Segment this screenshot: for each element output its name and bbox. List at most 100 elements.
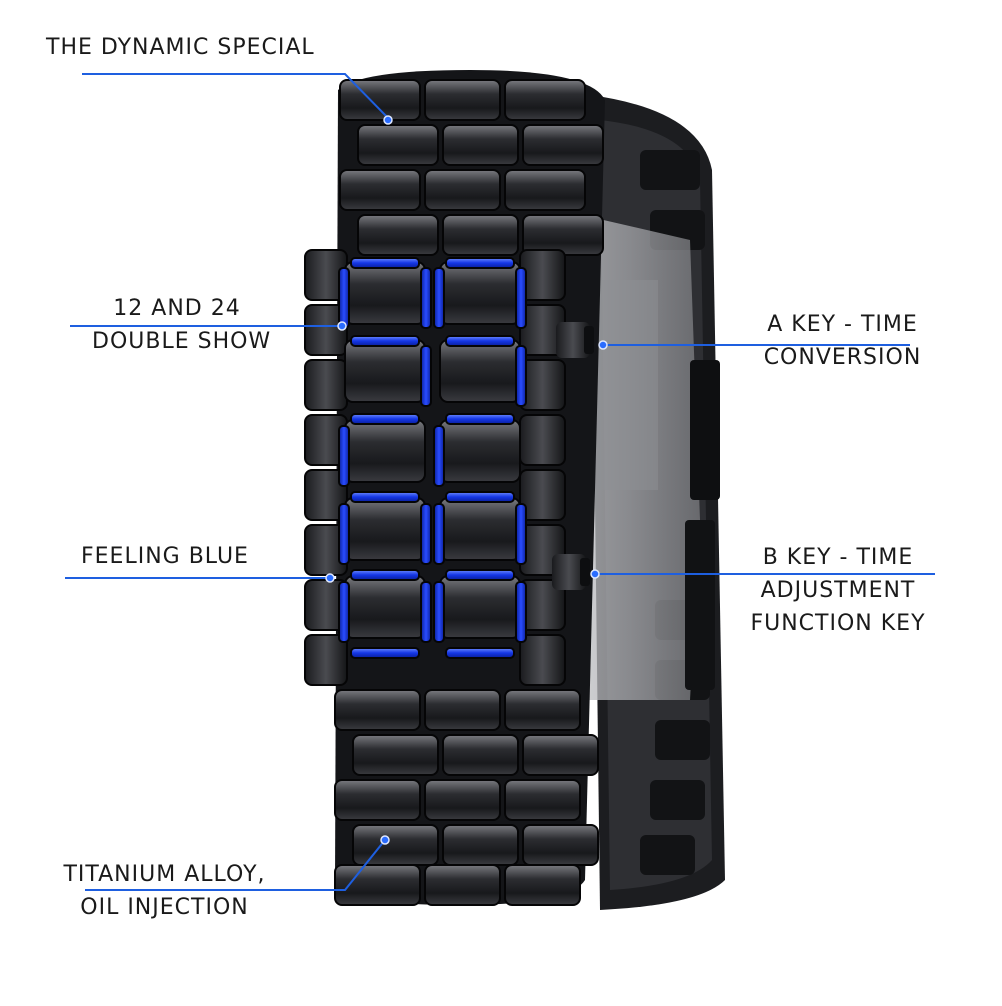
- bracelet-link: [352, 734, 439, 776]
- led-segment: [350, 335, 420, 347]
- display-link: [344, 261, 426, 325]
- bracelet-link: [504, 169, 586, 211]
- led-segment: [433, 267, 445, 329]
- callout-double-show-line-2: DOUBLE SHOW: [92, 329, 272, 354]
- led-segment: [420, 503, 432, 565]
- callout-a-key-line-1: A KEY - TIME: [767, 312, 918, 337]
- bracelet-link: [522, 124, 604, 166]
- side-link: [519, 469, 566, 521]
- bracelet-link: [522, 824, 599, 866]
- front-bracelet: [304, 70, 605, 906]
- bracelet-link: [424, 79, 501, 121]
- bracelet-link: [357, 214, 439, 256]
- led-segment: [350, 569, 420, 581]
- callout-a-key: A KEY - TIME CONVERSION: [760, 308, 925, 374]
- display-link: [439, 261, 521, 325]
- led-segment: [445, 491, 515, 503]
- side-link: [304, 304, 348, 356]
- led-segment: [445, 257, 515, 269]
- led-segment: [350, 491, 420, 503]
- display-link: [439, 575, 521, 639]
- led-segment: [445, 569, 515, 581]
- side-link: [304, 634, 348, 686]
- dot-feeling-blue: [325, 573, 335, 583]
- display-link: [344, 575, 426, 639]
- led-segment: [338, 425, 350, 487]
- led-segment: [420, 581, 432, 643]
- callout-titanium-line-1: TITANIUM ALLOY,: [63, 862, 266, 887]
- callout-b-key: B KEY - TIME ADJUSTMENT FUNCTION KEY: [748, 541, 928, 640]
- bracelet-link: [424, 169, 501, 211]
- side-link: [519, 414, 566, 466]
- bracelet-link: [357, 124, 439, 166]
- callout-double-show-line-1: 12 AND 24: [113, 296, 241, 321]
- led-segment: [350, 647, 420, 659]
- display-link: [439, 419, 521, 483]
- dot-dynamic-special: [383, 115, 393, 125]
- bracelet-link: [504, 689, 581, 731]
- bracelet-link: [339, 169, 421, 211]
- led-segment: [515, 345, 527, 407]
- display-link: [344, 419, 426, 483]
- callout-titanium: TITANIUM ALLOY, OIL INJECTION: [62, 858, 267, 924]
- display-link: [439, 497, 521, 561]
- led-segment: [515, 267, 527, 329]
- display-link: [344, 497, 426, 561]
- bracelet-link: [334, 779, 421, 821]
- connector-dynamic-special: [82, 73, 391, 121]
- callout-dots: [325, 115, 608, 845]
- callout-lines: [65, 73, 935, 891]
- callout-b-key-line-2: ADJUSTMENT: [760, 578, 916, 603]
- led-segment: [338, 503, 350, 565]
- led-segment: [445, 413, 515, 425]
- led-segment: [445, 335, 515, 347]
- bracelet-link: [339, 79, 421, 121]
- led-segment: [350, 257, 420, 269]
- dot-b-key: [590, 569, 600, 579]
- led-segment: [515, 581, 527, 643]
- led-segment: [515, 503, 527, 565]
- led-segment: [433, 425, 445, 487]
- a-key-button: [556, 322, 594, 358]
- dot-titanium: [380, 835, 390, 845]
- bracelet-link: [334, 689, 421, 731]
- callout-dynamic-special-line-1: THE DYNAMIC SPECIAL: [46, 35, 315, 60]
- callout-dynamic-special: THE DYNAMIC SPECIAL: [46, 31, 315, 64]
- callout-a-key-line-2: CONVERSION: [763, 345, 922, 370]
- callout-double-show: 12 AND 24 DOUBLE SHOW: [92, 292, 272, 358]
- bracelet-link: [424, 779, 501, 821]
- callout-feeling-blue: FEELING BLUE: [81, 540, 249, 573]
- bracelet-link: [442, 824, 519, 866]
- led-segment: [433, 581, 445, 643]
- led-segment: [338, 267, 350, 329]
- led-segment: [445, 647, 515, 659]
- side-link: [304, 359, 348, 411]
- callout-titanium-line-2: OIL INJECTION: [80, 895, 249, 920]
- callout-b-key-line-3: FUNCTION KEY: [750, 611, 926, 636]
- side-link: [304, 469, 348, 521]
- bracelet-link: [442, 214, 519, 256]
- led-segment: [420, 345, 432, 407]
- bracelet-link: [504, 79, 586, 121]
- bracelet-link: [424, 689, 501, 731]
- bracelet-link: [522, 734, 599, 776]
- side-link: [519, 634, 566, 686]
- dot-a-key: [598, 340, 608, 350]
- bracelet-link: [504, 864, 581, 906]
- led-segment: [420, 267, 432, 329]
- bracelet-link: [442, 734, 519, 776]
- led-segment: [433, 503, 445, 565]
- callout-feeling-blue-line-1: FEELING BLUE: [81, 544, 249, 569]
- connector-titanium: [85, 839, 386, 891]
- dot-double-show: [337, 321, 347, 331]
- display-link: [439, 339, 521, 403]
- led-segment: [338, 581, 350, 643]
- bracelet-link: [442, 124, 519, 166]
- callout-b-key-line-1: B KEY - TIME: [762, 545, 914, 570]
- bracelet-link: [424, 864, 501, 906]
- led-segment: [350, 413, 420, 425]
- display-link: [344, 339, 426, 403]
- b-key-button: [552, 554, 590, 590]
